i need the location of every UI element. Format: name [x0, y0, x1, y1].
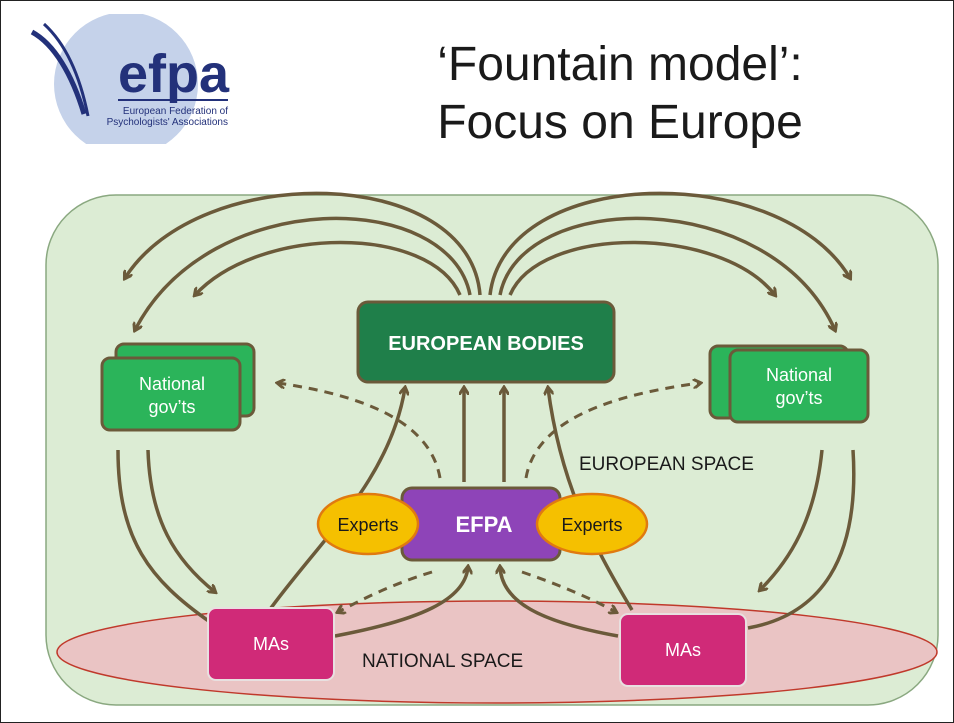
national-govts-left-line1: National — [139, 374, 205, 394]
european-space-region — [45, 194, 939, 706]
national-govts-right-line2: gov’ts — [775, 388, 822, 408]
efpa-mas-arrows — [334, 567, 619, 638]
slide-title: ‘Fountain model’: Focus on Europe — [300, 36, 940, 152]
logo-subtitle-2: Psychologists' Associations — [107, 117, 228, 128]
right-down-1 — [747, 449, 856, 630]
mas-right-to-efpa — [500, 567, 619, 638]
efpa-up-arrows — [464, 388, 504, 482]
title-line-2: Focus on Europe — [437, 96, 803, 149]
mas-right-box — [619, 613, 747, 687]
mas-right-label: MAs — [665, 640, 701, 660]
efpa-logo: efpa European Federation of Psychologist… — [30, 14, 230, 144]
arc-left-mid — [135, 216, 472, 330]
dashed-efpa-to-mas-right — [521, 570, 616, 612]
logo-swoosh-icon — [30, 29, 87, 115]
left-down-arrows — [116, 449, 215, 624]
european-space-label: EUROPEAN SPACE — [579, 454, 754, 475]
left-down-1 — [116, 449, 212, 624]
experts-right-label: Experts — [561, 515, 622, 535]
dashed-left-up — [278, 383, 442, 479]
national-govts-left-line2: gov’ts — [148, 397, 195, 417]
dashed-efpa-to-mas-left — [338, 570, 433, 612]
mas-left-label: MAs — [253, 634, 289, 654]
arc-right-mid — [498, 216, 835, 330]
left-down-2 — [146, 449, 215, 592]
national-space-label: NATIONAL SPACE — [362, 651, 523, 672]
mas-left-to-efpa — [334, 567, 468, 638]
experts-left-label: Experts — [337, 515, 398, 535]
national-govts-right-box — [728, 348, 870, 424]
dashed-right-up — [524, 383, 700, 479]
logo-subtitle-1: European Federation of — [123, 106, 228, 117]
experts-left-ellipse — [316, 492, 420, 556]
logo-wordmark: efpa — [118, 44, 230, 104]
arc-left-outer — [125, 191, 482, 296]
fountain-arrows-right — [488, 191, 850, 330]
european-bodies-box — [356, 300, 616, 384]
logo-circle — [54, 14, 198, 144]
national-govts-left-box — [100, 356, 242, 432]
arc-left-inner — [195, 240, 462, 296]
european-bodies-label: EUROPEAN BODIES — [388, 333, 584, 355]
national-govts-right-line1: National — [766, 365, 832, 385]
logo-swoosh-icon-2 — [42, 22, 90, 117]
mas-left-box — [207, 607, 335, 681]
right-down-2 — [760, 449, 824, 590]
title-line-1: ‘Fountain model’: — [437, 38, 803, 91]
arc-right-inner — [508, 240, 775, 296]
experts-right-ellipse — [535, 492, 649, 556]
efpa-label: EFPA — [455, 512, 512, 537]
fountain-arrows-left — [125, 191, 482, 330]
dashed-arrows-upper — [278, 383, 700, 479]
arc-right-outer — [488, 191, 850, 296]
dashed-arrows-lower — [338, 570, 616, 612]
right-down-arrows — [747, 449, 856, 630]
